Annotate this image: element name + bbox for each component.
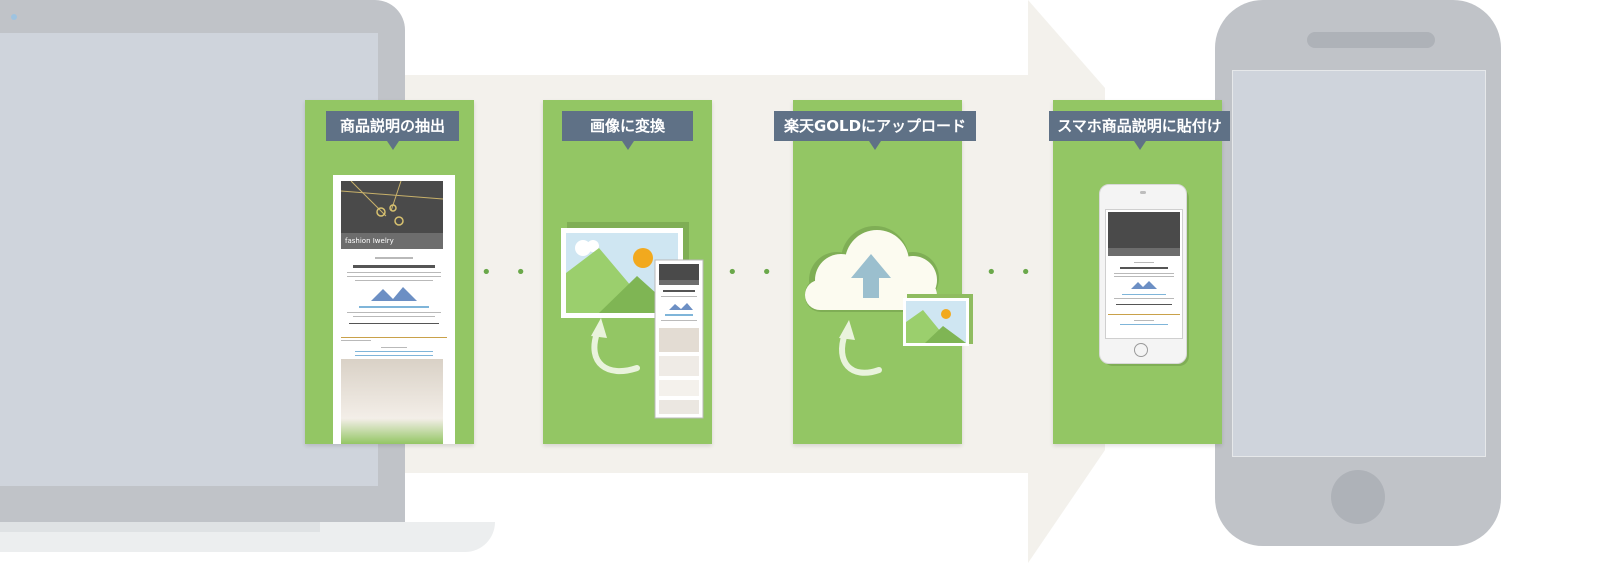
label-pointer [869,141,881,150]
phone-home-button [1331,470,1385,524]
step-label-convert: 画像に変換 [562,111,693,141]
doc-banner: fashion Iwelry [341,233,443,249]
image-convert-icon [557,218,717,428]
step-label-text: スマホ商品説明に貼付け [1057,117,1222,135]
step-panel-convert: 画像に変換 [543,100,712,444]
cloud-upload-icon [801,222,976,382]
mountain-logo-icon [369,285,419,303]
label-pointer [622,141,634,150]
step-label-text: 楽天GOLDにアップロード [784,117,966,135]
laptop-base-shade [0,522,320,532]
step-label-extract: 商品説明の抽出 [326,111,459,141]
step-panel-paste: スマホ商品説明に貼付け [1053,100,1222,444]
step-label-upload: 楽天GOLDにアップロード [774,111,976,141]
step-panel-extract: 商品説明の抽出 fashion Iwelry [305,100,474,444]
step-panel-upload: 楽天GOLDにアップロード [793,100,962,444]
label-pointer [1134,141,1146,150]
product-description-document: fashion Iwelry [333,175,455,444]
step-label-text: 商品説明の抽出 [340,117,445,135]
mini-phone-home-button [1134,343,1148,357]
model-photo [341,359,443,444]
mini-phone-icon [1099,184,1187,364]
phone-screen [1232,70,1486,457]
mini-phone-screen [1105,209,1183,339]
step-label-text: 画像に変換 [590,117,665,135]
step-label-paste: スマホ商品説明に貼付け [1049,111,1230,141]
label-pointer [387,141,399,150]
laptop-camera [11,14,17,20]
phone-speaker [1307,32,1435,48]
